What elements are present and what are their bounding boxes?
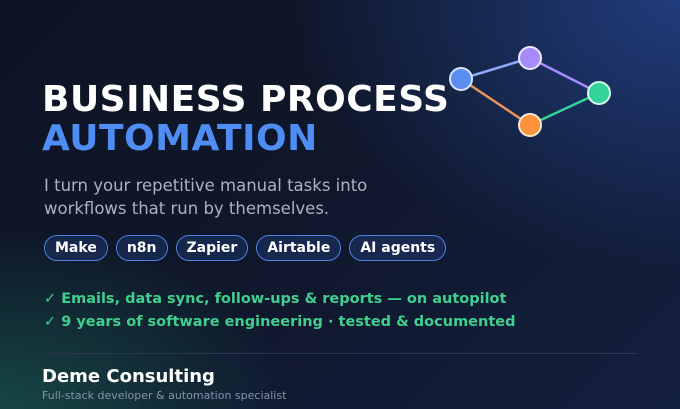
benefit-item-autopilot: ✓ Emails, data sync, follow-ups & report… bbox=[44, 291, 507, 307]
graph-node-orange bbox=[518, 113, 542, 137]
tag-make: Make bbox=[44, 235, 108, 261]
graph-edge-blue-purple bbox=[460, 56, 531, 81]
workflow-graph-icon bbox=[449, 46, 611, 137]
benefit-item-experience: ✓ 9 years of software engineering · test… bbox=[44, 314, 516, 330]
tag-ai-agents: AI agents bbox=[349, 235, 447, 261]
subtitle-line-1: I turn your repetitive manual tasks into bbox=[44, 176, 368, 195]
graph-edge-orange-green bbox=[529, 91, 600, 127]
brand-tagline: Full-stack developer & automation specia… bbox=[42, 389, 287, 402]
tool-tags: Make n8n Zapier Airtable AI agents bbox=[44, 235, 447, 261]
tag-zapier: Zapier bbox=[175, 235, 249, 261]
graph-node-blue bbox=[449, 67, 473, 91]
brand-name: Deme Consulting bbox=[42, 366, 215, 387]
headline-line-1: BUSINESS PROCESS bbox=[42, 79, 450, 120]
graph-edge-blue-orange bbox=[460, 77, 531, 127]
headline-line-2: AUTOMATION bbox=[42, 118, 318, 159]
footer-divider bbox=[42, 353, 638, 354]
subtitle-line-2: workflows that run by themselves. bbox=[44, 199, 330, 218]
graph-edge-purple-green bbox=[529, 56, 600, 95]
benefit-list: ✓ Emails, data sync, follow-ups & report… bbox=[44, 288, 515, 334]
graph-node-purple bbox=[518, 46, 542, 70]
tag-n8n: n8n bbox=[115, 235, 168, 261]
tag-airtable: Airtable bbox=[256, 235, 342, 261]
graph-node-green bbox=[587, 81, 611, 105]
subtitle: I turn your repetitive manual tasks into… bbox=[44, 174, 444, 220]
